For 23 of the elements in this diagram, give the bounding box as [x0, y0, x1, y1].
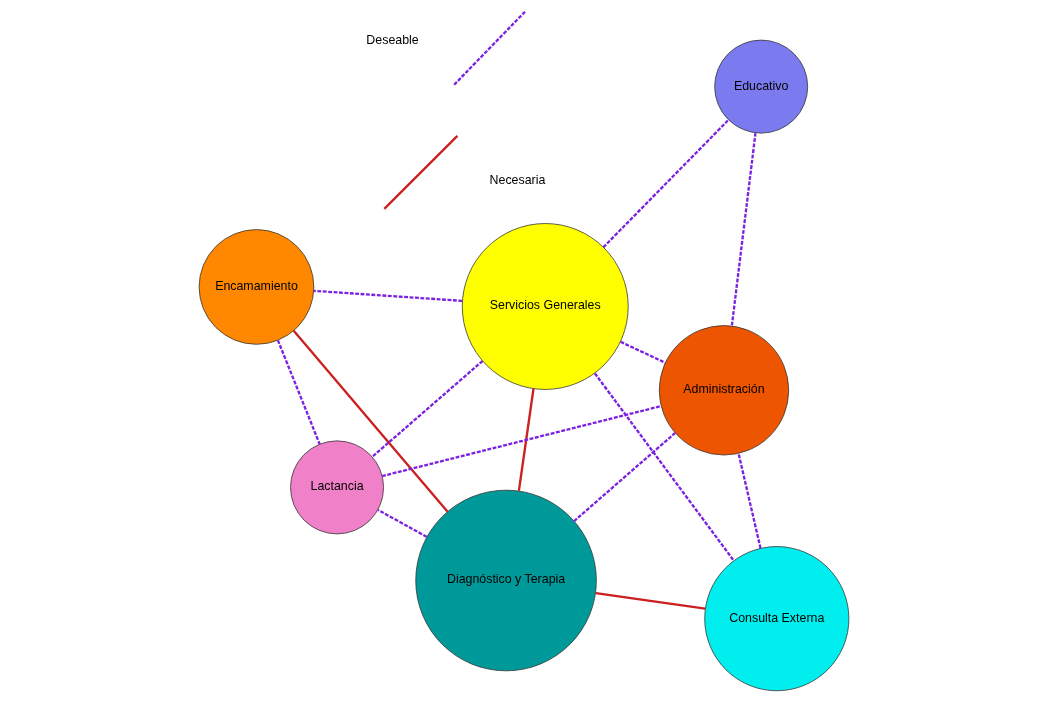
connector [371, 360, 484, 458]
node-circle: Administración [658, 325, 790, 456]
connector [313, 289, 463, 303]
node-circle: Servicios Generales [461, 223, 629, 390]
connector [573, 432, 676, 522]
connector [730, 132, 757, 326]
connector [381, 405, 662, 478]
connector [737, 453, 762, 549]
node-circle: Educativo [714, 39, 809, 134]
connector [276, 339, 321, 445]
node-circle: Encamamiento [198, 229, 315, 345]
connector [602, 119, 730, 249]
connector [377, 508, 428, 538]
node-circle: Diagnóstico y Terapia [415, 489, 597, 672]
legend-label: Necesaria [489, 173, 546, 188]
connector [517, 388, 535, 491]
node-circle: Lactancia [290, 440, 384, 535]
node-circle: Consulta Externa [704, 546, 850, 692]
connector [595, 592, 706, 610]
legend-label: Deseable [366, 32, 419, 47]
connector [594, 372, 735, 562]
connector [292, 330, 449, 513]
connector [620, 340, 666, 364]
